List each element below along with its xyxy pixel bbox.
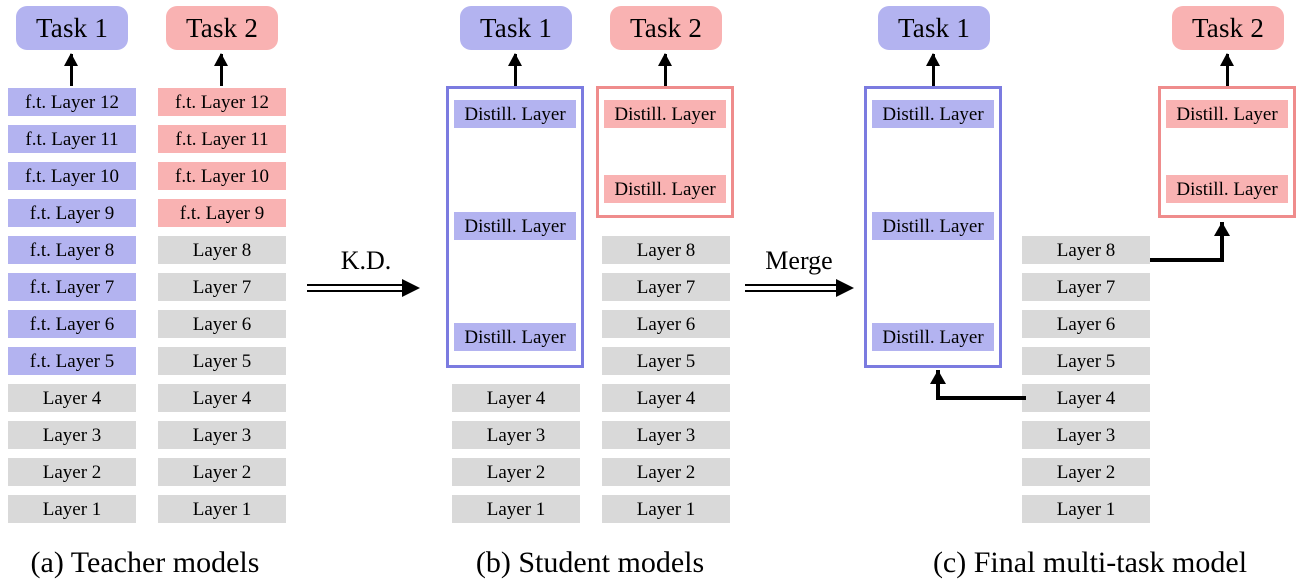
arrow-shaft xyxy=(513,54,517,86)
layer-row: Layer 2 xyxy=(452,458,580,486)
layer-row: Layer 6 xyxy=(602,310,730,338)
layer-row: f.t. Layer 6 xyxy=(8,310,136,338)
arrow-head xyxy=(214,53,228,66)
arrow-line-top xyxy=(745,284,839,286)
arrow-head xyxy=(926,53,940,66)
layer-row: Layer 3 xyxy=(452,421,580,449)
layer-row: Layer 4 xyxy=(8,384,136,412)
layer-row: f.t. Layer 9 xyxy=(8,199,136,227)
arrow-head xyxy=(836,279,854,297)
layer-row: Layer 1 xyxy=(158,495,286,523)
layer-row: Layer 1 xyxy=(8,495,136,523)
connector-horizontal xyxy=(1150,258,1224,262)
merge-transition-label: Merge xyxy=(765,246,833,275)
arrow-shaft xyxy=(1225,54,1229,86)
connector-vertical xyxy=(1220,222,1224,262)
arrow-head xyxy=(658,53,672,66)
panel-c-caption: (c) Final multi-task model xyxy=(932,546,1248,579)
layer-row: Layer 3 xyxy=(158,421,286,449)
arrow-head xyxy=(1214,222,1230,236)
layer-row: Layer 3 xyxy=(602,421,730,449)
layer-row: f.t. Layer 12 xyxy=(158,88,286,116)
panel-b-task2-arrow xyxy=(655,53,675,86)
panel-b-task2-pill: Task 2 xyxy=(610,6,722,50)
arrow-head xyxy=(64,53,78,66)
arrow-shaft xyxy=(219,54,223,86)
distill-layer-row: Distill. Layer xyxy=(1166,175,1288,203)
layer-row: Layer 6 xyxy=(158,310,286,338)
panel-c-task2-pill: Task 2 xyxy=(1172,6,1284,50)
layer-row: Layer 1 xyxy=(602,495,730,523)
distill-layer-row: Distill. Layer xyxy=(1166,100,1288,128)
merge-link-task2 xyxy=(1150,222,1234,262)
panel-c-task1-pill: Task 1 xyxy=(878,6,990,50)
layer-row: Layer 4 xyxy=(452,384,580,412)
panel-a-task2-pill: Task 2 xyxy=(166,6,278,50)
distill-layer-row: Distill. Layer xyxy=(872,323,994,351)
connector-vertical xyxy=(936,370,940,400)
layer-row: Layer 4 xyxy=(602,384,730,412)
distill-layer-row: Distill. Layer xyxy=(872,100,994,128)
panel-c-task1-arrow xyxy=(923,53,943,86)
arrow-head xyxy=(508,53,522,66)
layer-row: Layer 4 xyxy=(158,384,286,412)
layer-row: Layer 5 xyxy=(602,347,730,375)
layer-row: Layer 6 xyxy=(1022,310,1150,338)
distill-layer-row: Distill. Layer xyxy=(872,212,994,240)
kd-transition-label: K.D. xyxy=(340,246,392,275)
layer-row: Layer 8 xyxy=(158,236,286,264)
layer-row: Layer 7 xyxy=(158,273,286,301)
layer-row: f.t. Layer 11 xyxy=(158,125,286,153)
distill-layer-row: Distill. Layer xyxy=(604,100,726,128)
arrow-head xyxy=(402,279,420,297)
panel-a-task1-arrow xyxy=(61,53,81,86)
distill-layer-row: Distill. Layer xyxy=(454,100,576,128)
merge-transition-arrow xyxy=(745,279,854,297)
arrow-shaft xyxy=(931,54,935,86)
layer-row: f.t. Layer 10 xyxy=(8,162,136,190)
layer-row: Layer 1 xyxy=(452,495,580,523)
panel-a-task1-pill: Task 1 xyxy=(16,6,128,50)
layer-row: f.t. Layer 5 xyxy=(8,347,136,375)
panel-a-caption: (a) Teacher models xyxy=(30,546,260,579)
layer-row: Layer 7 xyxy=(1022,273,1150,301)
layer-row: Layer 5 xyxy=(158,347,286,375)
layer-row: Layer 2 xyxy=(158,458,286,486)
arrow-shaft xyxy=(663,54,667,86)
layer-row: Layer 8 xyxy=(602,236,730,264)
arrow-shaft xyxy=(69,54,73,86)
arrow-line-bottom xyxy=(307,290,405,292)
layer-row: Layer 4 xyxy=(1022,384,1150,412)
layer-row: f.t. Layer 9 xyxy=(158,199,286,227)
distill-layer-row: Distill. Layer xyxy=(454,212,576,240)
layer-row: f.t. Layer 7 xyxy=(8,273,136,301)
merge-link-task1 xyxy=(928,370,1026,400)
connector-horizontal xyxy=(936,396,1026,400)
arrow-head xyxy=(930,370,946,384)
layer-row: Layer 1 xyxy=(1022,495,1150,523)
kd-transition-arrow xyxy=(307,279,420,297)
layer-row: Layer 3 xyxy=(1022,421,1150,449)
layer-row: Layer 2 xyxy=(8,458,136,486)
layer-row: Layer 3 xyxy=(8,421,136,449)
distill-layer-row: Distill. Layer xyxy=(604,175,726,203)
layer-row: Layer 2 xyxy=(1022,458,1150,486)
layer-row: Layer 7 xyxy=(602,273,730,301)
panel-a-task2-arrow xyxy=(211,53,231,86)
layer-row: Layer 8 xyxy=(1022,236,1150,264)
panel-c-task2-arrow xyxy=(1217,53,1237,86)
layer-row: f.t. Layer 10 xyxy=(158,162,286,190)
layer-row: Layer 2 xyxy=(602,458,730,486)
arrow-head xyxy=(1220,53,1234,66)
arrow-line-top xyxy=(307,284,405,286)
panel-b-caption: (b) Student models xyxy=(475,546,705,579)
arrow-line-bottom xyxy=(745,290,839,292)
layer-row: f.t. Layer 12 xyxy=(8,88,136,116)
panel-b-task1-arrow xyxy=(505,53,525,86)
layer-row: f.t. Layer 8 xyxy=(8,236,136,264)
layer-row: f.t. Layer 11 xyxy=(8,125,136,153)
layer-row: Layer 5 xyxy=(1022,347,1150,375)
panel-b-task1-pill: Task 1 xyxy=(460,6,572,50)
distill-layer-row: Distill. Layer xyxy=(454,323,576,351)
